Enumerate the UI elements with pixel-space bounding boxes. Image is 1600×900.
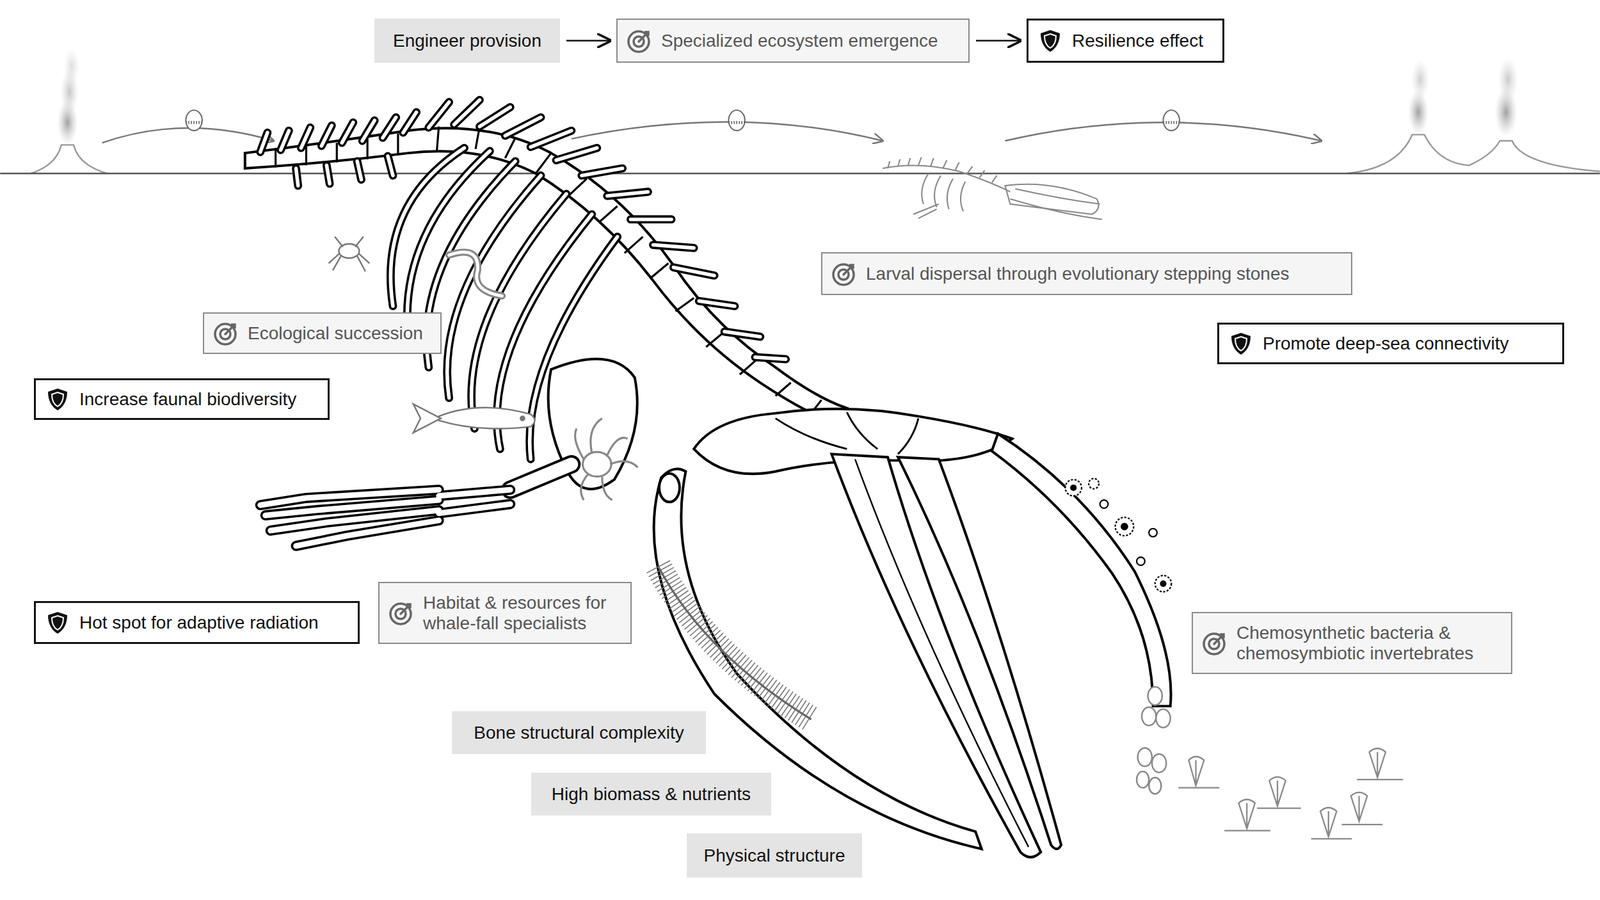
- shield-icon: [44, 386, 71, 413]
- target-icon: [213, 320, 239, 347]
- factor-box: High biomass & nutrients: [531, 772, 772, 816]
- node-text: Engineer provision: [392, 30, 542, 51]
- node-text: Physical structure: [704, 845, 846, 866]
- node-text: Specialized ecosystem emergence: [661, 30, 939, 51]
- factor-box: Engineer provision: [374, 18, 560, 63]
- emergence-box: Ecological succession: [202, 312, 442, 354]
- target-icon: [1201, 630, 1228, 656]
- node-text: Habitat & resources for whale-fall speci…: [423, 592, 622, 633]
- target-icon: [626, 28, 653, 54]
- node-text: Promote deep-sea connectivity: [1262, 333, 1509, 354]
- flow-arrow: [566, 39, 610, 42]
- target-icon: [831, 261, 857, 287]
- effect-box: Resilience effect: [1026, 18, 1225, 63]
- node-text: Hot spot for adaptive radiation: [79, 612, 319, 633]
- node-text: Bone structural complexity: [473, 722, 684, 743]
- node-text: Chemosynthetic bacteria & chemosymbiotic…: [1236, 622, 1503, 664]
- factor-box: Bone structural complexity: [451, 711, 706, 754]
- effect-box: Promote deep-sea connectivity: [1217, 322, 1565, 365]
- target-icon: [388, 600, 415, 626]
- shield-icon: [1037, 28, 1064, 54]
- node-text: Increase faunal biodiversity: [79, 389, 297, 409]
- emergence-box: Chemosynthetic bacteria & chemosymbiotic…: [1191, 611, 1513, 674]
- effect-box: Increase faunal biodiversity: [33, 378, 330, 420]
- node-text: Resilience effect: [1072, 30, 1204, 51]
- emergence-box: Habitat & resources for whale-fall speci…: [378, 581, 632, 644]
- shield-icon: [44, 609, 71, 636]
- factor-box: Physical structure: [686, 833, 863, 878]
- shield-icon: [1228, 330, 1254, 357]
- effect-box: Hot spot for adaptive radiation: [33, 600, 360, 644]
- node-text: Larval dispersal through evolutionary st…: [865, 263, 1290, 284]
- node-text: High biomass & nutrients: [551, 784, 751, 804]
- emergence-box: Larval dispersal through evolutionary st…: [821, 252, 1353, 296]
- flow-arrow: [976, 39, 1021, 42]
- emergence-box: Specialized ecosystem emergence: [616, 18, 970, 63]
- node-text: Ecological succession: [247, 323, 424, 344]
